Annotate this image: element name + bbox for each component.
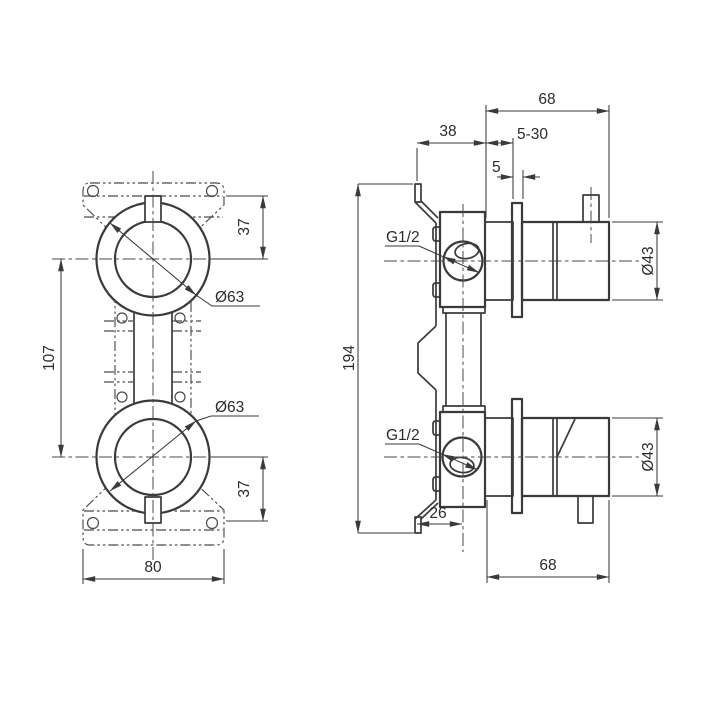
dim-43-bottom-label: Ø43 <box>640 442 657 471</box>
dim-80: 80 <box>82 549 225 584</box>
body-clip <box>432 282 440 298</box>
dim-26-label: 26 <box>429 505 446 522</box>
inlet-opening-top <box>454 242 480 260</box>
dim-43-bottom: Ø43 <box>612 417 663 497</box>
thread-callout-top: G1/2 <box>385 229 480 273</box>
dim-68-bottom: 68 <box>486 500 610 583</box>
dim-43-top: Ø43 <box>612 221 663 301</box>
body-clip <box>432 420 440 436</box>
dim-5-30: 5-30 <box>485 126 548 199</box>
escutcheon-handle-bottom <box>520 416 611 498</box>
dim-107-label: 107 <box>41 345 58 371</box>
dim-68-top: 68 <box>485 91 610 218</box>
dim-43-top-label: Ø43 <box>640 246 657 275</box>
escutcheon-handle-top <box>520 220 611 302</box>
handle-lever-bottom <box>577 495 594 524</box>
body-clip <box>432 476 440 492</box>
mounting-plate-outline <box>82 182 225 546</box>
dim-37-bottom-label: 37 <box>236 480 253 497</box>
dim-63-bottom-label: Ø63 <box>215 399 244 416</box>
dim-194: 194 <box>341 183 414 534</box>
dim-37-top-label: 37 <box>236 218 253 235</box>
handle-tilt-edge <box>556 418 576 458</box>
plate-corner-holes <box>86 184 219 530</box>
dim-diameter-63-bottom: Ø63 <box>109 399 259 492</box>
thread-top-label: G1/2 <box>386 229 420 246</box>
dim-37-bottom: 37 <box>212 456 268 522</box>
dim-38-label: 38 <box>439 123 456 140</box>
dim-diameter-63-top: Ø63 <box>109 222 260 307</box>
dim-194-label: 194 <box>341 345 358 371</box>
dim-68-bottom-label: 68 <box>539 557 556 574</box>
front-view: 37 Ø63 107 Ø63 37 <box>41 171 268 584</box>
dim-68-top-label: 68 <box>538 91 555 108</box>
dim-80-label: 80 <box>144 559 162 576</box>
dim-38: 38 <box>416 123 487 181</box>
dim-5-label: 5 <box>492 159 501 176</box>
body-clip <box>432 226 440 242</box>
dim-107: 107 <box>41 258 64 458</box>
dim-63-top-label: Ø63 <box>215 289 244 306</box>
strip-screw-holes <box>116 312 186 403</box>
thread-bottom-label: G1/2 <box>386 427 420 444</box>
thread-callout-bottom: G1/2 <box>385 427 478 471</box>
dim-26: 26 <box>416 505 463 527</box>
side-view: 68 38 5-30 5 G1/2 G1 <box>341 91 663 583</box>
dim-37-top: 37 <box>212 195 268 260</box>
dim-5: 5 <box>492 159 540 199</box>
dim-5-30-label: 5-30 <box>517 126 548 143</box>
